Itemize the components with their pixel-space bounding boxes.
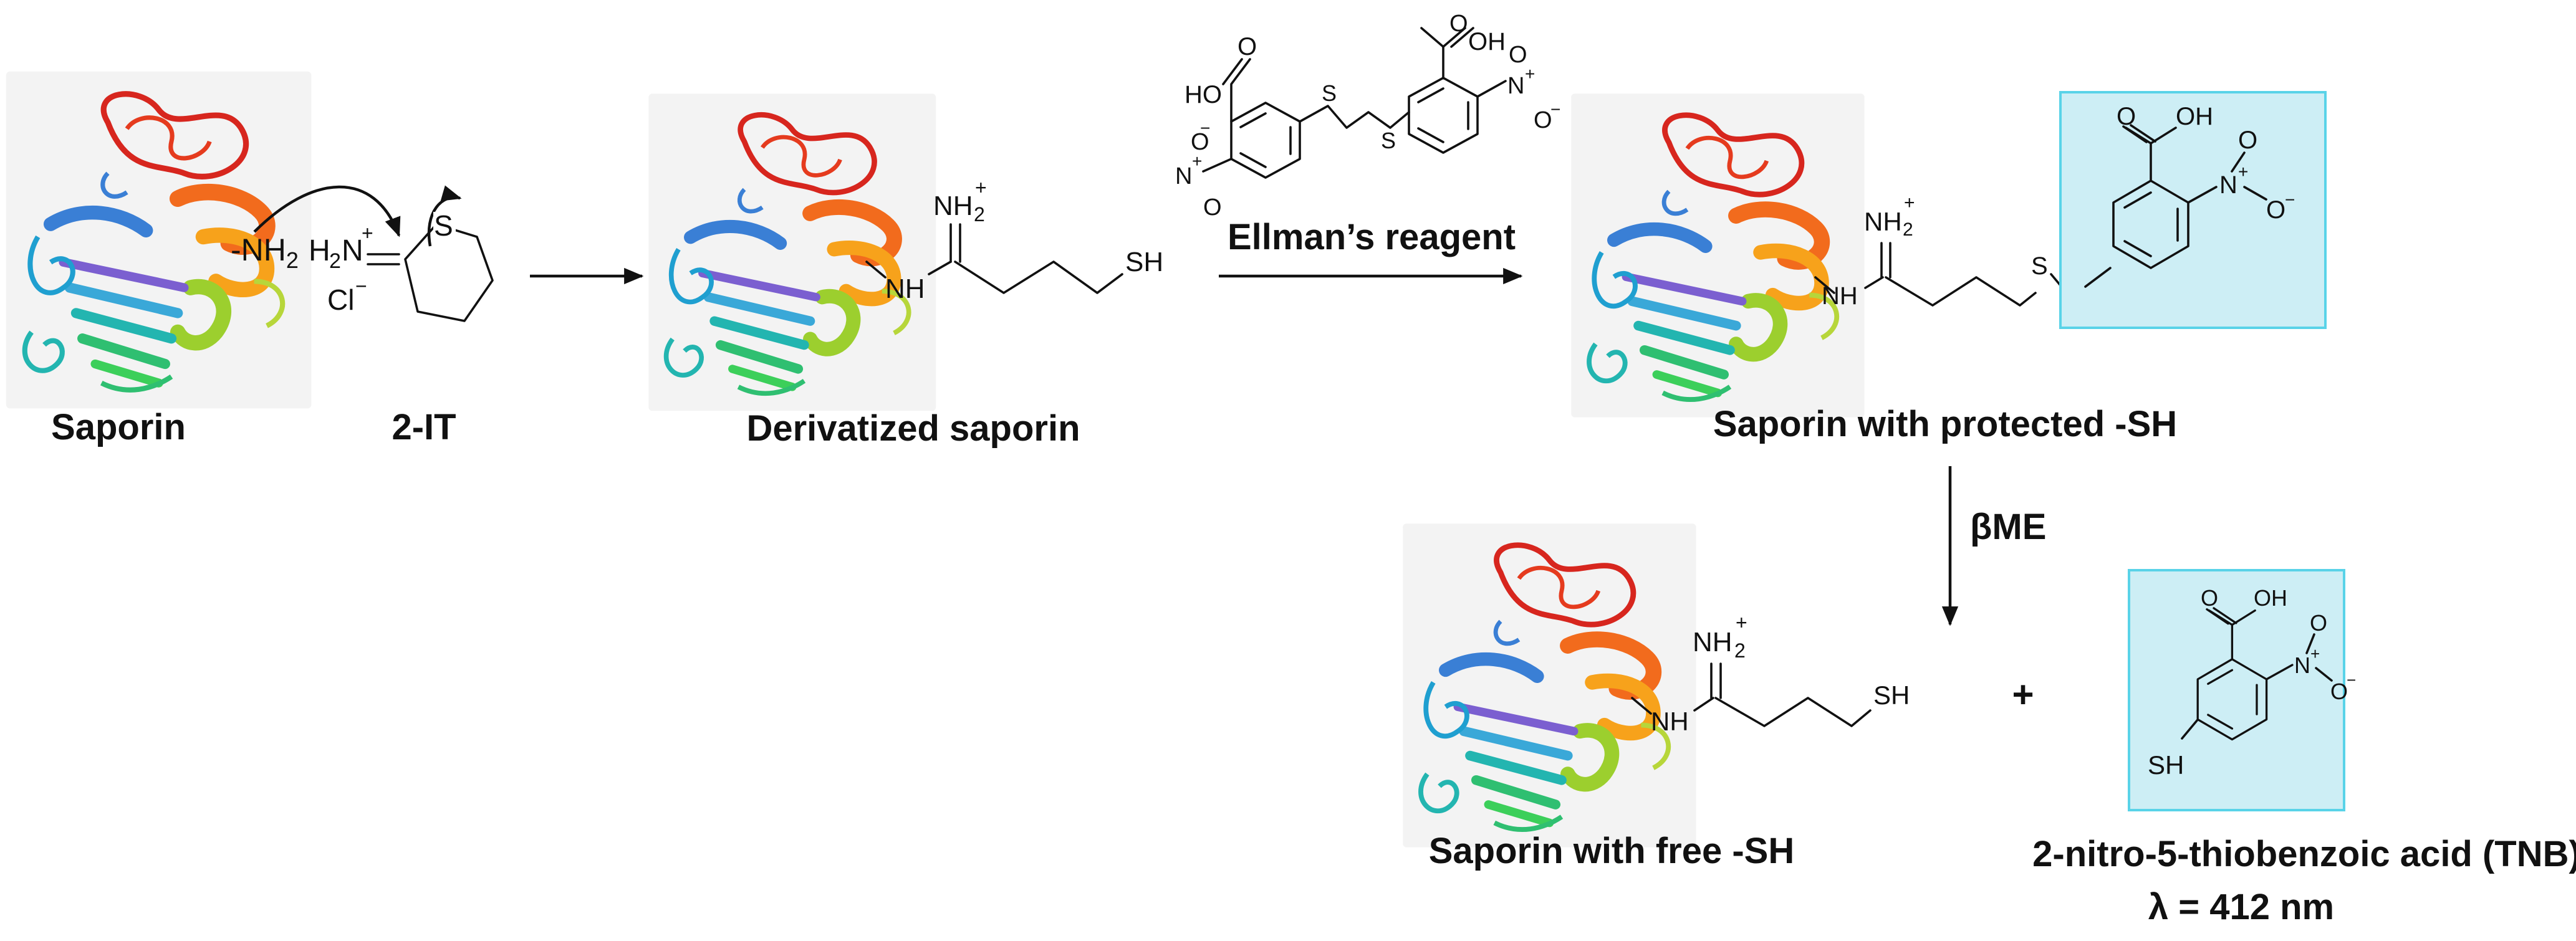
svg-text:O: O bbox=[2117, 103, 2136, 130]
svg-text:HO: HO bbox=[1185, 81, 1222, 108]
svg-text:O: O bbox=[2310, 610, 2327, 636]
svg-text:S: S bbox=[1381, 128, 1396, 153]
two-it-structure: H 2 N + S Cl − bbox=[309, 209, 494, 322]
svg-text:N: N bbox=[2294, 652, 2310, 678]
derivatized-saporin-structure: NH NH 2 + SH bbox=[648, 93, 1163, 411]
svg-text:OH: OH bbox=[2176, 103, 2213, 130]
svg-text:S: S bbox=[434, 209, 453, 242]
svg-text:+: + bbox=[1736, 611, 1747, 634]
svg-text:S: S bbox=[2031, 252, 2048, 280]
protected-saporin-structure: NH NH 2 + S S bbox=[1571, 93, 2082, 417]
svg-text:O: O bbox=[1191, 129, 1209, 155]
svg-text:O: O bbox=[1449, 11, 1468, 37]
tnb-product-highlight bbox=[2128, 569, 2345, 811]
svg-text:+: + bbox=[975, 176, 987, 199]
svg-text:O: O bbox=[1238, 33, 1257, 60]
free-thiol-saporin-label: Saporin with free -SH bbox=[1429, 831, 1795, 871]
svg-text:NH: NH bbox=[933, 191, 973, 221]
tnb-product-structure: O OH N + O O − SH bbox=[2148, 585, 2356, 780]
svg-text:Cl: Cl bbox=[327, 284, 354, 316]
svg-text:2: 2 bbox=[974, 203, 985, 226]
svg-text:O: O bbox=[2238, 127, 2257, 154]
ellmans-reagent-label: Ellman’s reagent bbox=[1228, 217, 1516, 257]
svg-text:NH: NH bbox=[1651, 707, 1689, 736]
svg-text:O: O bbox=[1203, 194, 1222, 221]
svg-text:NH: NH bbox=[1693, 627, 1733, 657]
svg-text:−: − bbox=[2347, 671, 2356, 689]
svg-text:N: N bbox=[342, 234, 363, 267]
nh2-main: -NH bbox=[231, 232, 286, 267]
svg-text:NH: NH bbox=[1822, 282, 1858, 310]
curved-arrow-icon bbox=[427, 185, 462, 247]
free-thiol-saporin-structure: NH NH 2 + SH bbox=[1403, 523, 1910, 847]
svg-text:N: N bbox=[1507, 73, 1524, 99]
protein-ribbon-icon bbox=[648, 93, 936, 411]
svg-text:−: − bbox=[355, 275, 367, 297]
saporin-label: Saporin bbox=[51, 407, 186, 447]
svg-text:+: + bbox=[362, 222, 373, 244]
plus-sign: + bbox=[2012, 674, 2034, 715]
svg-text:−: − bbox=[1550, 100, 1560, 119]
svg-text:SH: SH bbox=[1125, 247, 1163, 277]
svg-text:−: − bbox=[2285, 190, 2295, 209]
svg-text:−: − bbox=[1200, 118, 1210, 138]
svg-text:SH: SH bbox=[1873, 681, 1910, 710]
svg-text:OH: OH bbox=[2254, 585, 2287, 611]
wavelength-label: λ = 412 nm bbox=[2148, 887, 2334, 927]
svg-text:+: + bbox=[1192, 151, 1202, 171]
curved-arrow-icon bbox=[253, 185, 401, 237]
svg-text:O: O bbox=[2266, 196, 2285, 224]
svg-text:SH: SH bbox=[2148, 750, 2184, 780]
svg-text:NH: NH bbox=[1864, 207, 1902, 236]
svg-text:O: O bbox=[2330, 679, 2348, 704]
svg-text:OH: OH bbox=[1468, 28, 1506, 55]
tnb-leaving-group-highlight bbox=[2059, 91, 2327, 329]
svg-text:N: N bbox=[2219, 171, 2237, 199]
svg-text:NH: NH bbox=[885, 274, 925, 304]
svg-text:2: 2 bbox=[329, 249, 341, 273]
tnb-protected-structure: O OH N + O O − bbox=[2084, 103, 2295, 288]
svg-text:2: 2 bbox=[1734, 639, 1746, 662]
svg-text:H: H bbox=[309, 234, 330, 267]
protein-ribbon-icon bbox=[1403, 523, 1696, 847]
amine-group: -NH2 bbox=[231, 232, 299, 273]
ellmans-reagent-structure: HO O N + O − O S S O OH N + O O − bbox=[1175, 11, 1560, 221]
svg-text:+: + bbox=[1904, 193, 1915, 213]
protein-ribbon-icon bbox=[1571, 93, 1864, 417]
svg-text:N: N bbox=[1175, 163, 1192, 189]
svg-text:+: + bbox=[2238, 162, 2248, 181]
svg-text:+: + bbox=[2310, 644, 2320, 663]
tnb-label: 2-nitro-5-thiobenzoic acid (TNB) bbox=[2032, 834, 2576, 874]
svg-text:+: + bbox=[1525, 64, 1535, 84]
svg-text:O: O bbox=[2201, 585, 2218, 611]
derivatized-saporin-label: Derivatized saporin bbox=[746, 408, 1080, 449]
svg-text:2: 2 bbox=[1903, 219, 1913, 240]
svg-text:O: O bbox=[1509, 42, 1527, 68]
svg-text:O: O bbox=[1534, 107, 1552, 133]
bme-label: βME bbox=[1970, 507, 2046, 547]
protected-saporin-label: Saporin with protected -SH bbox=[1713, 404, 2177, 444]
two-it-label: 2-IT bbox=[392, 407, 456, 447]
svg-text:S: S bbox=[1322, 80, 1337, 106]
